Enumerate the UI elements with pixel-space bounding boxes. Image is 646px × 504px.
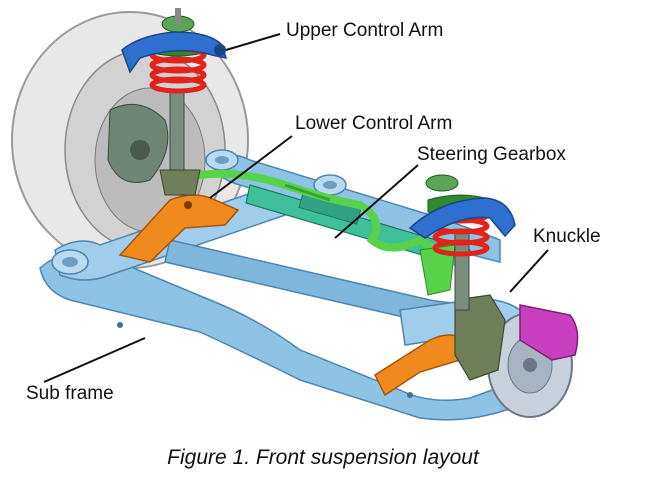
right-brake-caliper <box>519 304 579 361</box>
right-upper-control-arm <box>408 197 516 239</box>
label-steering-gearbox: Steering Gearbox <box>417 144 566 165</box>
stabilizer-bar <box>196 169 459 266</box>
label-knuckle: Knuckle <box>533 226 601 247</box>
left-lower-control-arm <box>118 194 240 263</box>
label-upper-control-arm: Upper Control Arm <box>286 20 444 41</box>
suspension-diagram <box>11 8 579 421</box>
leader-lines <box>43 33 549 383</box>
right-knuckle <box>419 244 506 381</box>
left-upper-control-arm <box>121 31 228 74</box>
label-lower-control-arm: Lower Control Arm <box>295 113 453 134</box>
label-sub-frame: Sub frame <box>26 383 114 404</box>
figure-caption: Figure 1. Front suspension layout <box>167 446 479 469</box>
